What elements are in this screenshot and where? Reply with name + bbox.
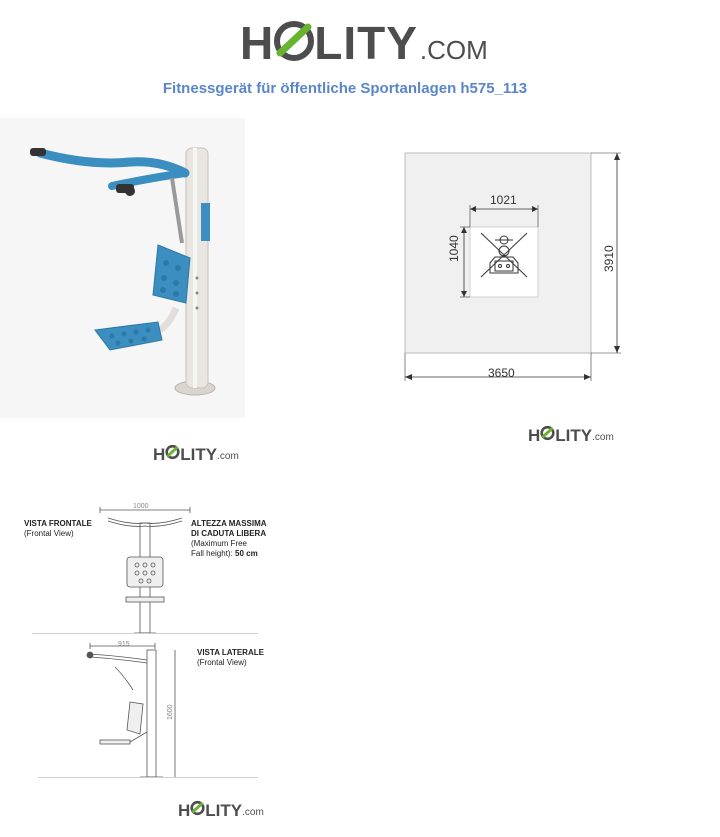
holity-logo-small: H LITY.com xyxy=(178,800,264,821)
logo-o-mark xyxy=(190,800,205,821)
product-photo xyxy=(0,118,245,418)
divider xyxy=(32,633,258,634)
page-title: Fitnessgerät für öffentliche Sportanlage… xyxy=(162,80,528,97)
logo-o-mark xyxy=(274,19,315,68)
side-view-drawing xyxy=(86,643,176,778)
front-view-drawing xyxy=(99,507,191,634)
logo-o-mark xyxy=(540,425,555,446)
divider xyxy=(38,777,258,778)
side-width-dim: 915 xyxy=(118,641,130,648)
logo-o-mark xyxy=(165,444,180,465)
holity-logo-small: H LITY.com xyxy=(153,444,239,465)
front-view-label: VISTA FRONTALE(Frontal View) xyxy=(24,519,92,538)
equipment-render xyxy=(30,147,216,396)
front-width-dim: 1000 xyxy=(133,503,149,510)
side-view-label: VISTA LATERALE(Frontal View) xyxy=(197,648,264,667)
holity-logo-small: H LITY.com xyxy=(528,425,614,446)
plan-drawing xyxy=(404,152,621,381)
plan-device-height: 1040 xyxy=(447,235,461,262)
plan-device-width: 1021 xyxy=(490,193,517,207)
plan-total-width: 3650 xyxy=(488,366,515,380)
holity-logo[interactable]: H LITY .COM xyxy=(240,17,488,69)
plan-total-height: 3910 xyxy=(602,245,616,272)
